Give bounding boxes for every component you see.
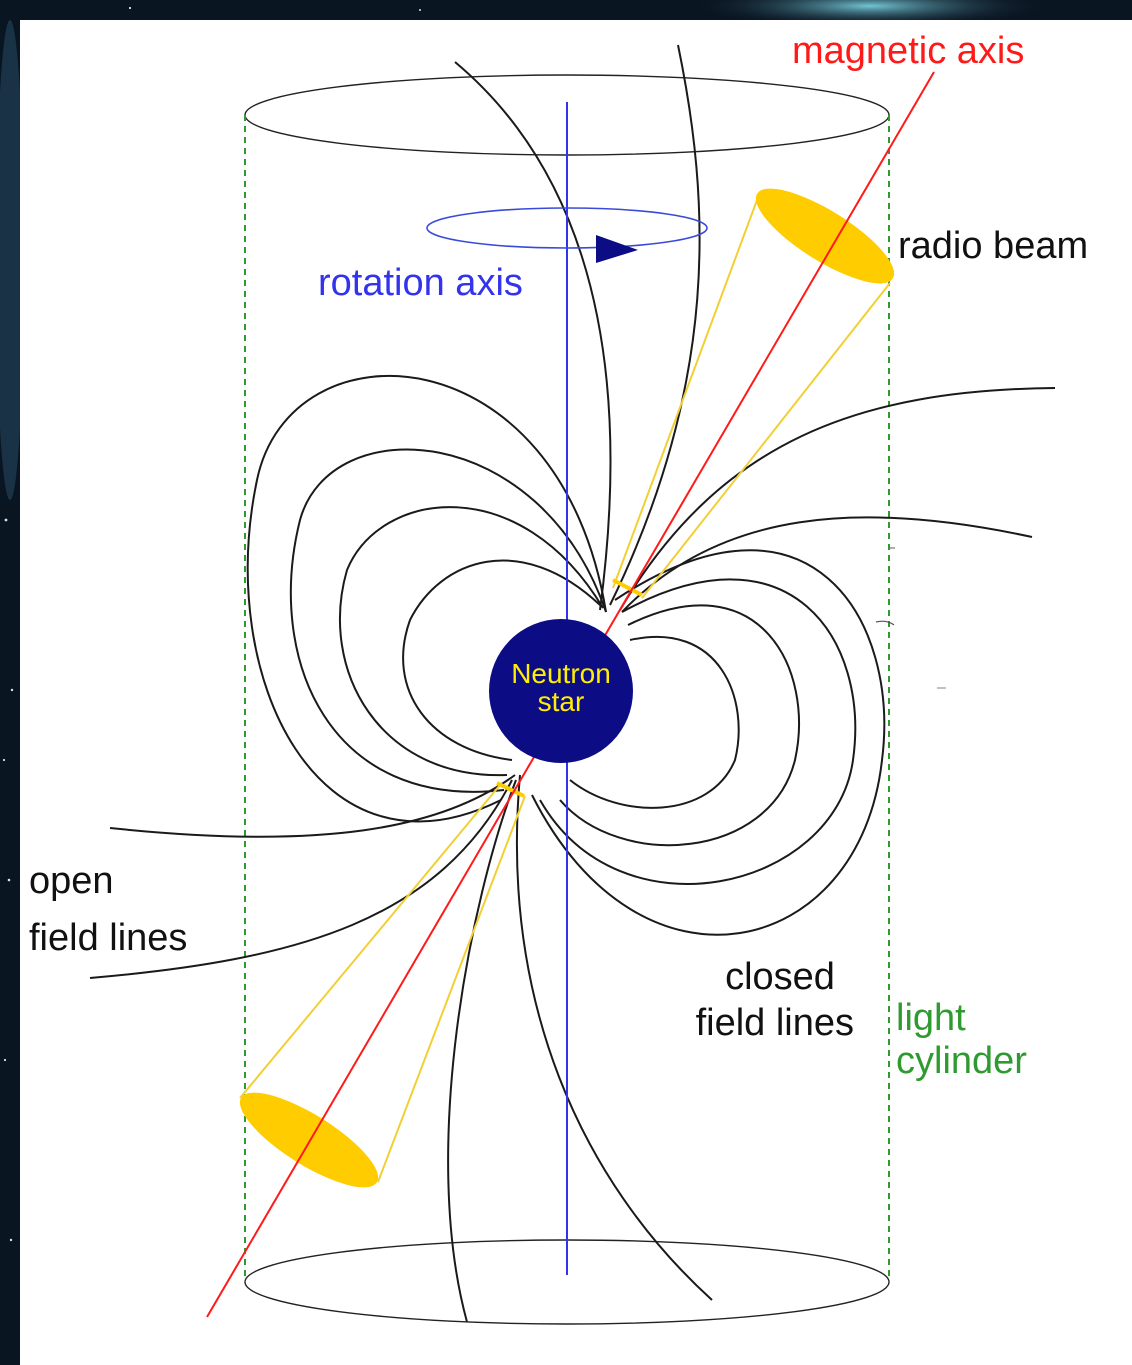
rotation-arrow-icon <box>596 235 638 263</box>
neutron-star-label: Neutron star <box>461 660 661 716</box>
neutron-star <box>489 619 633 763</box>
closed-label-line2: field lines <box>695 1001 854 1044</box>
open-field-line <box>609 44 701 606</box>
closed-field-lines-label: closed field lines <box>666 955 854 1046</box>
open-field-lines <box>89 44 1056 1323</box>
closed-field-line <box>289 448 607 793</box>
neutron-star-label-line1: Neutron <box>511 658 611 689</box>
open-field-line <box>621 516 1033 613</box>
rotation-ring <box>426 207 708 249</box>
diagram-panel: magnetic axis radio beam rotation axis N… <box>20 20 1132 1365</box>
beam-cone-edge <box>377 795 526 1183</box>
polar-cap-marker <box>612 578 643 597</box>
magnetic-axis-label: magnetic axis <box>792 30 1025 72</box>
radio-beam-label: radio beam <box>898 225 1089 267</box>
beam-cone-edge <box>641 282 891 599</box>
open-field-line <box>454 61 612 611</box>
radio-beam-bottom <box>239 1092 379 1188</box>
field-line-stub <box>875 620 895 626</box>
closed-field-line <box>402 559 601 761</box>
open-field-line <box>89 779 513 979</box>
open-field-line <box>619 387 1056 611</box>
beam-cone-edge <box>612 191 761 589</box>
open-field-line <box>516 774 713 1301</box>
rotation-axis-label: rotation axis <box>318 262 523 304</box>
closed-field-line <box>246 374 607 823</box>
closed-field-line <box>569 635 740 809</box>
light-label-line2: cylinder <box>896 1039 1027 1082</box>
open-field-lines-label: open field lines <box>29 853 187 967</box>
open-label-line1: open <box>29 860 114 902</box>
light-label-line1: light <box>896 997 966 1039</box>
closed-field-line <box>338 506 604 777</box>
closed-field-line <box>559 604 800 847</box>
open-field-line <box>447 779 517 1323</box>
open-field-line <box>109 774 516 838</box>
polar-cap-marker <box>496 781 525 798</box>
closed-field-lines <box>246 374 886 936</box>
neutron-star-label-line2: star <box>537 686 585 717</box>
closed-field-line <box>539 578 857 885</box>
beam-cone-edge <box>239 784 501 1099</box>
open-label-line2: field lines <box>29 917 188 959</box>
closed-field-line <box>531 549 886 936</box>
light-cylinder-label: light cylinder <box>896 997 1027 1082</box>
closed-label-line1: closed <box>725 956 835 998</box>
radio-beam-top <box>755 188 895 284</box>
pulsar-diagram <box>89 44 1056 1325</box>
radio-beams <box>239 188 895 1188</box>
